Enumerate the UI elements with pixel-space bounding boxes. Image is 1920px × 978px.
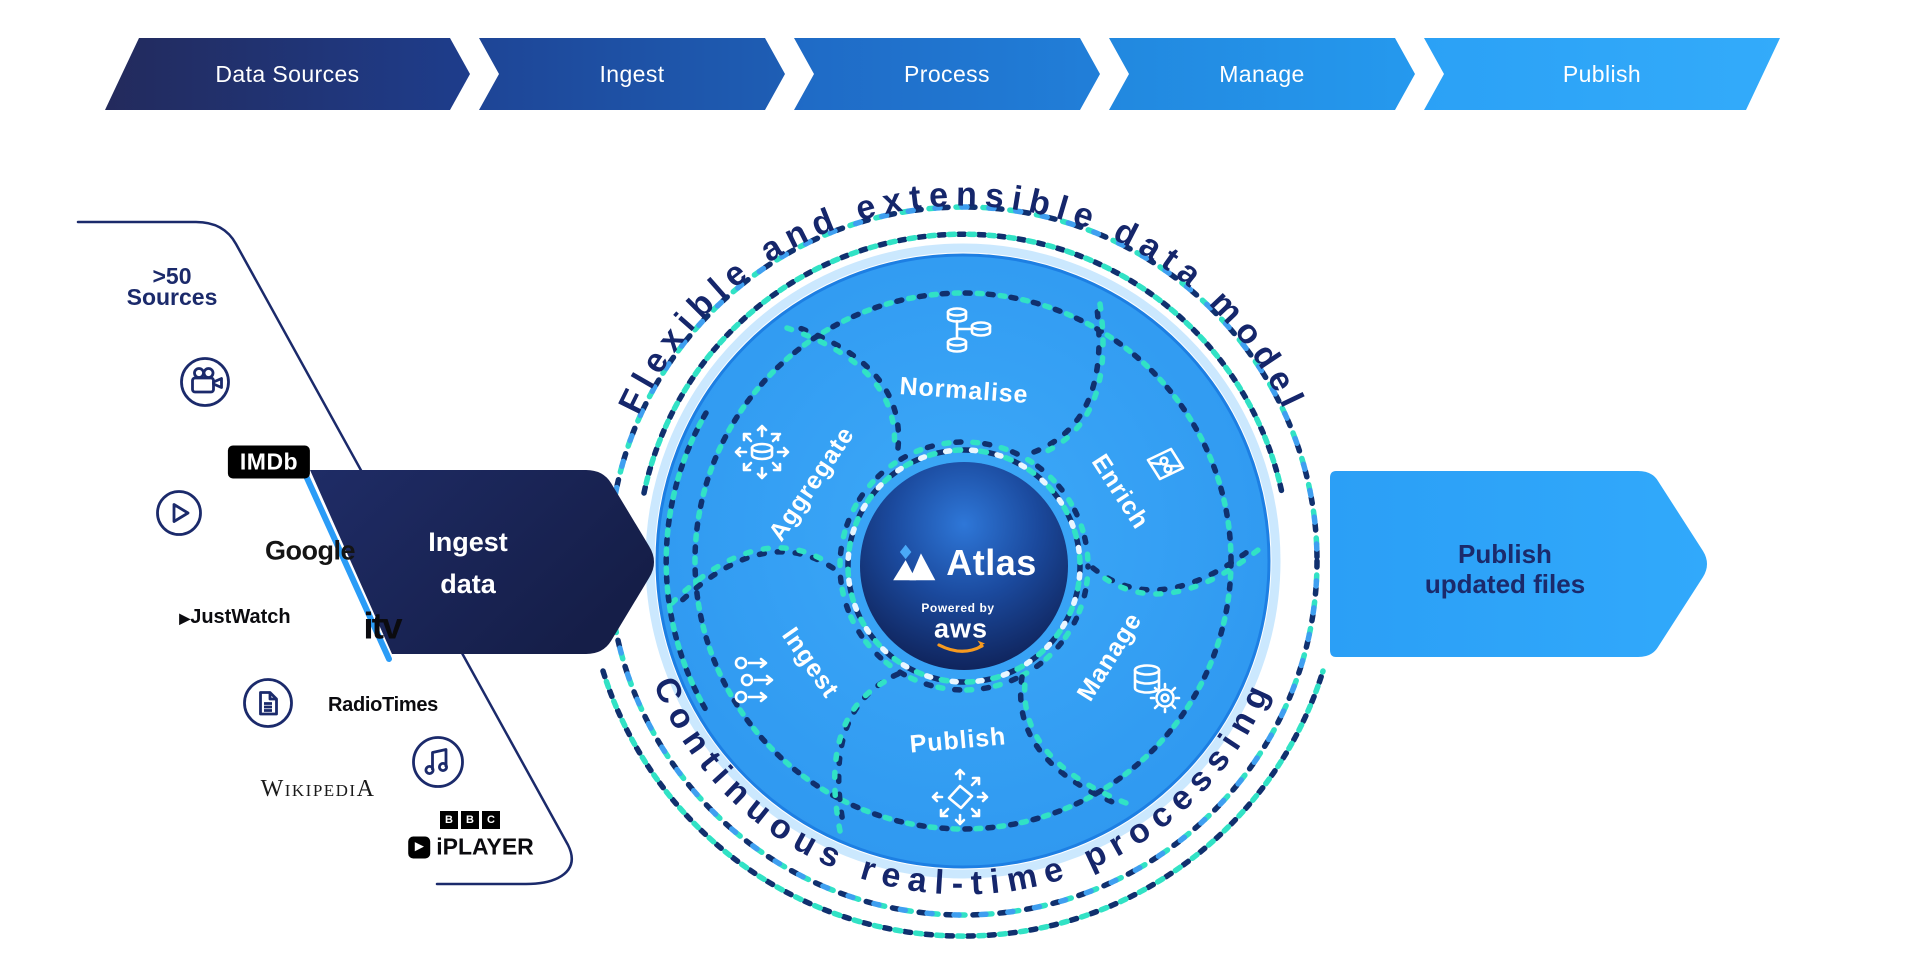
justwatch-play-icon: ▶ [179, 610, 191, 626]
linked-databases-icon [935, 299, 999, 363]
aws-smile-icon [937, 640, 985, 653]
segment-separators [669, 298, 1261, 834]
sources-word: Sources [126, 284, 218, 310]
database-gear-icon [1122, 656, 1182, 716]
inbound-arrows-icon [731, 651, 789, 709]
pipeline-step-publish: Publish [1424, 38, 1780, 110]
publish-files-arrow [1330, 471, 1707, 657]
justwatch-logo: ▶JustWatch [179, 606, 291, 628]
atlas-center-circle [860, 462, 1068, 670]
powered-by-text: Powered by [921, 601, 995, 615]
play-icon [156, 490, 202, 536]
pipeline-step-label: Data Sources [215, 60, 360, 87]
google-logo: Google [265, 535, 356, 566]
pipeline-step-manage: Manage [1109, 38, 1415, 110]
atlas-brand-text: Atlas [946, 542, 1037, 583]
iplayer-logo: ▶ iPLAYER [408, 835, 534, 859]
wikipedia-logo: WikipediA [260, 776, 376, 802]
aws-logo-text: aws [933, 613, 989, 644]
data-sources-panel-outline [76, 220, 573, 886]
pipeline-step-ingest: Ingest [479, 38, 785, 110]
music-note-icon [412, 736, 464, 788]
imdb-logo: IMDb [227, 445, 311, 479]
pipeline-step-label: Ingest [599, 60, 665, 87]
pipeline-step-label: Process [904, 60, 990, 87]
sources-count-heading: >50 Sources [126, 263, 218, 310]
pipeline-step-data-sources: Data Sources [105, 38, 470, 110]
broadcast-diamond-icon [928, 765, 992, 829]
sources-count: >50 [152, 263, 192, 289]
database-radiating-icon [729, 419, 795, 485]
puzzle-pieces-icon [1133, 434, 1193, 494]
atlas-logo: Atlas [891, 542, 1037, 584]
video-camera-icon [180, 357, 230, 407]
pipeline-step-label: Manage [1219, 60, 1305, 87]
document-icon [243, 678, 293, 728]
publish-arrow-label: Publish updated files [1424, 539, 1586, 599]
ingest-data-arrow [299, 464, 654, 662]
pipeline-step-process: Process [794, 38, 1100, 110]
radiotimes-logo: RadioTimes [328, 694, 438, 716]
ingest-arrow-label: Ingest data [428, 527, 508, 599]
itv-logo: itv [363, 605, 402, 647]
atlas-mountain-icon [893, 544, 936, 581]
pipeline-step-label: Publish [1562, 60, 1642, 87]
iplayer-play-icon: ▶ [408, 836, 431, 858]
